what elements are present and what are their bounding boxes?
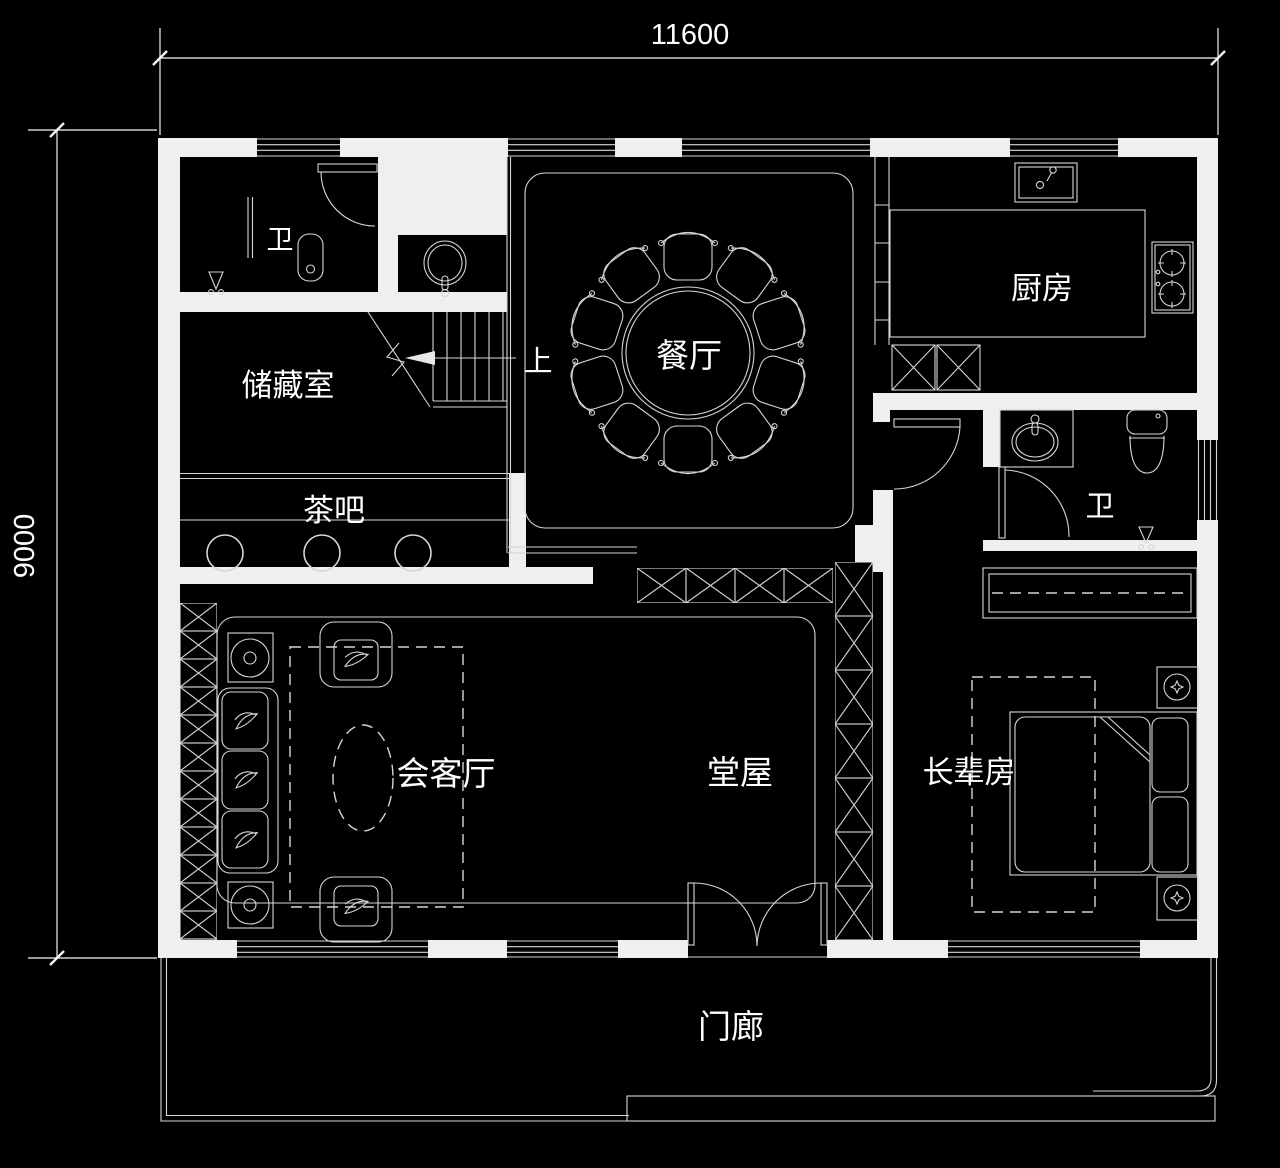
porch-step [626,1095,1216,1122]
dimension-top-value: 11600 [651,19,730,51]
toilet-icon [297,233,324,282]
elders-room-label: 长辈房 [923,755,1016,790]
side-table-bottom [227,881,274,929]
bed [1009,711,1198,876]
shower-screen [247,197,254,258]
reception-room-label: 会客厅 [397,755,496,792]
floor-drain-icon [1138,526,1154,550]
hatch-band-vertical [835,562,873,940]
door-bathroom-right [998,466,1070,539]
storage-room-label: 储藏室 [242,368,335,403]
tea-bar-label: 茶吧 [303,493,365,528]
round-dining-table [621,286,755,420]
bathroom-right-label: 卫 [1085,491,1114,523]
bedroom-rug-outline [971,676,1096,913]
hatch-band-horizontal [637,568,833,603]
window-right [1197,440,1218,520]
stairs-up-label: 上 [523,346,552,378]
window-top-3 [682,138,870,157]
window-bottom-1 [237,940,428,958]
door-corridor [893,418,961,490]
nightstand-top [1156,666,1199,709]
window-bottom-2 [507,940,618,958]
stair-break-line [386,342,405,377]
tea-bar: 茶吧 [180,472,509,572]
kitchen: 厨房 [889,162,1194,391]
stove-icon [1151,241,1194,314]
porch: 门廊 [160,958,1218,1122]
side-table-top [227,632,274,683]
toilet-icon [1126,409,1168,474]
hatch-band-left [180,603,217,940]
window-top-4 [1010,138,1118,157]
reception-main-hall: 会客厅 堂屋 [216,616,816,943]
vanity-sink-icon [1011,414,1059,462]
dining-room-label: 餐厅 [656,337,722,374]
bathroom-top-left-label: 卫 [267,225,294,255]
elders-room: 长辈房 [923,567,1199,921]
bathroom-top-left: 卫 [208,163,467,298]
sofa [217,687,279,874]
vanity-counter [999,409,1074,468]
floor-drain-icon [208,271,224,295]
double-entry-door [687,882,828,958]
stair-direction-arrow [405,351,435,365]
porch-label: 门廊 [698,1008,764,1045]
coffee-table [332,724,394,832]
vanity-sink-icon [423,240,467,298]
window-top-2 [508,138,615,157]
main-hall-label: 堂屋 [707,754,773,791]
door-bathroom-top [317,163,378,227]
windows [237,138,1218,958]
hatched-walls [180,562,873,940]
hall-floor-outline [216,616,816,904]
kitchen-label: 厨房 [1011,271,1073,306]
dimension-top: 11600 [152,19,1226,135]
dining-room: 餐厅 [524,172,854,529]
nightstand-bottom [1156,876,1199,921]
kitchen-sink-icon [1014,162,1078,203]
armchair-top [319,621,393,688]
storage-room: 储藏室 [242,368,335,403]
armchair-bottom [319,876,393,943]
window-top-1 [257,138,340,157]
inner-walls [158,157,1197,940]
wardrobe [982,567,1198,619]
window-bottom-3 [948,940,1140,958]
kitchen-counter [889,209,1146,338]
partition-lines [506,157,890,554]
kitchen-shaft-columns [891,344,981,391]
dimension-left-value: 9000 [9,514,41,579]
dining-floor-outline [524,172,854,529]
bathroom-right: 卫 [998,409,1168,550]
dimension-left: 9000 [9,122,157,966]
staircase: 上 [367,311,553,408]
